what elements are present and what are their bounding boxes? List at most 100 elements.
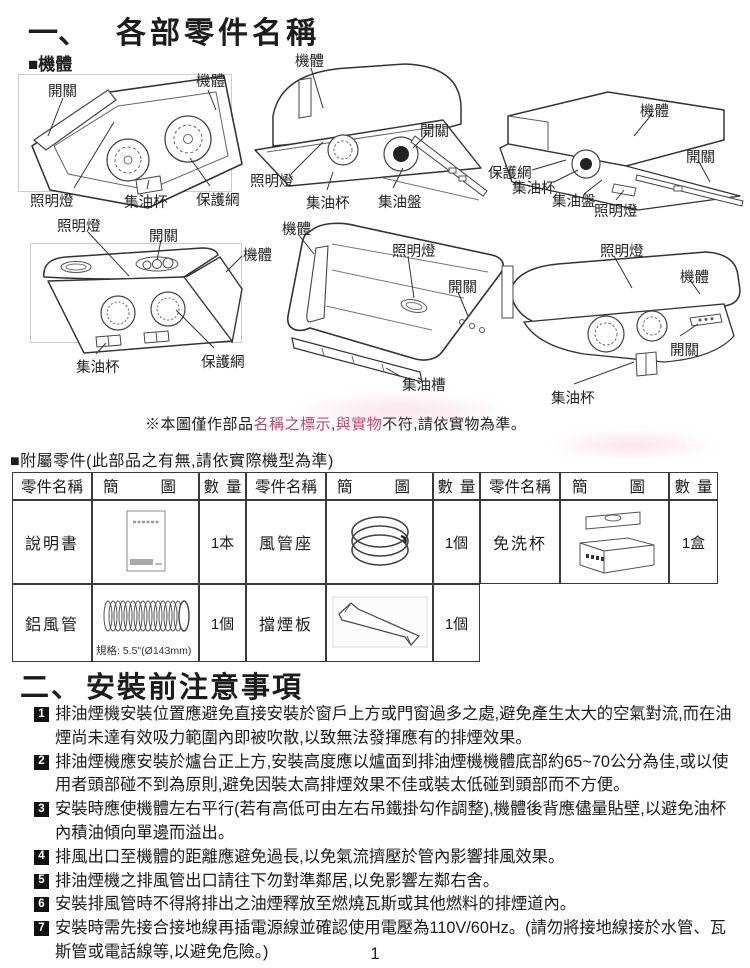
col-header-qty: 數量	[433, 472, 480, 500]
section1-prefix: 一、	[28, 17, 88, 50]
part-diagram-cell	[326, 500, 433, 584]
part-diagram-cell	[326, 584, 433, 662]
note-item-4: 4 排風出口至機體的距離應避免過長,以免氣流擠壓於管內影響排風效果。	[34, 846, 734, 870]
part-label-light: 照明燈	[250, 174, 294, 190]
note-seg: ,	[331, 416, 336, 433]
note-item-7: 7 安裝時需先接合接地線再插電源線並確認使用電壓為110V/60Hz。(請勿將接…	[34, 917, 734, 965]
part-label-light: 照明燈	[30, 194, 74, 210]
part-label-guard-net: 保護網	[488, 166, 532, 182]
part-label-body: 機體	[243, 248, 272, 264]
part-name: 說明書	[12, 500, 92, 584]
note-number-badge: 5	[34, 873, 49, 889]
part-qty: 1本	[199, 500, 246, 584]
note-text: 安裝時應使機體左右平行(若有高低可由左右吊鐵掛勾作調整),機體後背應儘量貼壁,以…	[55, 800, 727, 842]
note-text: 排油煙機安裝位置應避免直接安裝於窗戶上方或門窗過多之處,避免產生太大的空氣對流,…	[55, 705, 732, 747]
part-label-body: 機體	[295, 54, 324, 70]
hood-diagram-top-right	[499, 91, 744, 211]
part-label-body: 機體	[680, 270, 709, 286]
part-label-switch: 開關	[149, 229, 178, 245]
col-header-qty: 數量	[199, 472, 246, 500]
part-name: 風管座	[246, 500, 326, 584]
part-diagram-cell	[560, 500, 669, 584]
part-label-oil-cup: 集油杯	[512, 181, 556, 197]
col-header-qty: 數量	[669, 472, 718, 500]
carton-box-icon	[579, 511, 654, 574]
note-seg: 不符,請依實物為準。	[382, 416, 527, 433]
note-text: 排風出口至機體的距離應避免過長,以免氣流擠壓於管內影響排風效果。	[55, 847, 565, 866]
body-subheading: ■機體	[28, 55, 73, 74]
page-number: 1	[370, 944, 380, 963]
part-label-switch: 開關	[686, 150, 715, 166]
col-header-diagram: 簡圖	[92, 472, 199, 500]
part-label-oil-cup: 集油杯	[306, 196, 350, 212]
note-seg-red: 與實物	[335, 416, 383, 433]
installation-notes: 1 排油煙機安裝位置應避免直接安裝於窗戶上方或門窗過多之處,避免產生太大的空氣對…	[34, 703, 734, 965]
part-qty: 1個	[433, 500, 480, 584]
part-label-switch: 開關	[670, 343, 699, 359]
note-number-badge: 4	[34, 849, 49, 865]
part-label-light: 照明燈	[600, 244, 644, 260]
attachments-heading: ■附屬零件(此部品之有無,請依實際機型為準)	[10, 453, 334, 470]
part-name: 免洗杯	[480, 500, 560, 584]
part-label-oil-pan: 集油盤	[552, 194, 596, 210]
empty-cell	[669, 584, 718, 662]
part-label-guard-net: 保護網	[201, 355, 245, 371]
part-diagram-cell: 規格: 5.5"(Ø143mm)	[92, 584, 199, 662]
part-label-body: 機體	[282, 222, 311, 238]
hood-diagram-top-left	[31, 75, 243, 209]
part-label-oil-trough: 集油槽	[402, 378, 446, 394]
col-header-name: 零件名稱	[12, 472, 92, 500]
note-number-badge: 6	[34, 897, 49, 913]
note-item-6: 6 安裝排風管時不得將排出之油煙釋放至燃燒瓦斯或其他燃料的排煙道內。	[34, 893, 734, 917]
note-item-1: 1 排油煙機安裝位置應避免直接安裝於窗戶上方或門窗過多之處,避免產生太大的空氣對…	[34, 703, 734, 751]
note-item-5: 5 排油煙機之排風管出口請往下勿對準鄰居,以免影響左鄰右舍。	[34, 870, 734, 894]
note-number-badge: 7	[34, 921, 49, 937]
part-label-light: 照明燈	[594, 204, 638, 220]
note-item-3: 3 安裝時應使機體左右平行(若有高低可由左右吊鐵掛勾作調整),機體後背應儘量貼壁…	[34, 798, 734, 846]
booklet-icon	[126, 510, 165, 572]
part-qty: 1個	[199, 584, 246, 662]
smoke-baffle-icon	[332, 596, 427, 648]
section2-title-text: 安裝前注意事項	[86, 672, 304, 704]
aluminum-duct-icon	[103, 600, 190, 632]
section1-title: 一、各部零件名稱	[28, 8, 320, 52]
col-header-diagram: 簡圖	[560, 472, 669, 500]
part-label-oil-pan: 集油盤	[378, 195, 422, 211]
section2-prefix: 二、	[20, 672, 83, 704]
hood-diagram-mid-right	[501, 251, 741, 385]
hood-diagram-mid-center	[286, 222, 505, 383]
part-label-guard-net: 保護網	[196, 193, 240, 209]
part-label-switch: 開關	[48, 84, 77, 100]
note-number-badge: 1	[34, 707, 49, 722]
part-qty: 1盒	[669, 500, 718, 584]
part-label-switch: 開關	[448, 280, 477, 296]
part-label-oil-cup: 集油杯	[76, 360, 120, 376]
col-header-name: 零件名稱	[246, 472, 326, 500]
col-header-diagram: 簡圖	[326, 472, 433, 500]
hood-diagram-mid-left	[43, 231, 243, 355]
note-seg-red: 名稱之標示	[253, 416, 332, 433]
part-label-light: 照明燈	[57, 219, 101, 235]
note-text: 排油煙機應安裝於爐台正上方,安裝高度應以爐面到排油煙機機體底部約65~70公分為…	[55, 752, 729, 795]
note-number-badge: 2	[34, 754, 49, 770]
accessories-table: 零件名稱 簡圖 數量 零件名稱 簡圖 數量 零件名稱 簡圖 數量 說明書 1本 …	[12, 472, 718, 662]
empty-cell	[480, 584, 560, 662]
section2-title: 二、安裝前注意事項	[20, 664, 303, 706]
note-text: 排油煙機之排風管出口請往下勿對準鄰居,以免影響左鄰右舍。	[55, 871, 500, 890]
section1-title-text: 各部零件名稱	[116, 17, 320, 50]
part-name: 鋁風管	[12, 584, 92, 662]
part-qty: 1個	[433, 584, 480, 662]
part-diagram-cell	[92, 500, 199, 584]
part-name: 擋煙板	[246, 584, 326, 662]
hood-diagram-top-middle	[254, 63, 488, 201]
col-header-name: 零件名稱	[480, 472, 560, 500]
empty-cell	[560, 584, 669, 662]
duct-spec: 規格: 5.5"(Ø143mm)	[96, 645, 192, 657]
note-text: 安裝時需先接合接地線再插電源線並確認使用電壓為110V/60Hz。(請勿將接地線…	[55, 919, 726, 961]
part-label-light: 照明燈	[392, 244, 436, 260]
part-label-body: 機體	[196, 74, 225, 90]
part-label-oil-cup: 集油杯	[124, 195, 168, 211]
note-text: 安裝排風管時不得將排出之油煙釋放至燃燒瓦斯或其他燃料的排煙道內。	[55, 895, 577, 914]
note-item-2: 2 排油煙機應安裝於爐台正上方,安裝高度應以爐面到排油煙機機體底部約65~70公…	[34, 751, 734, 799]
